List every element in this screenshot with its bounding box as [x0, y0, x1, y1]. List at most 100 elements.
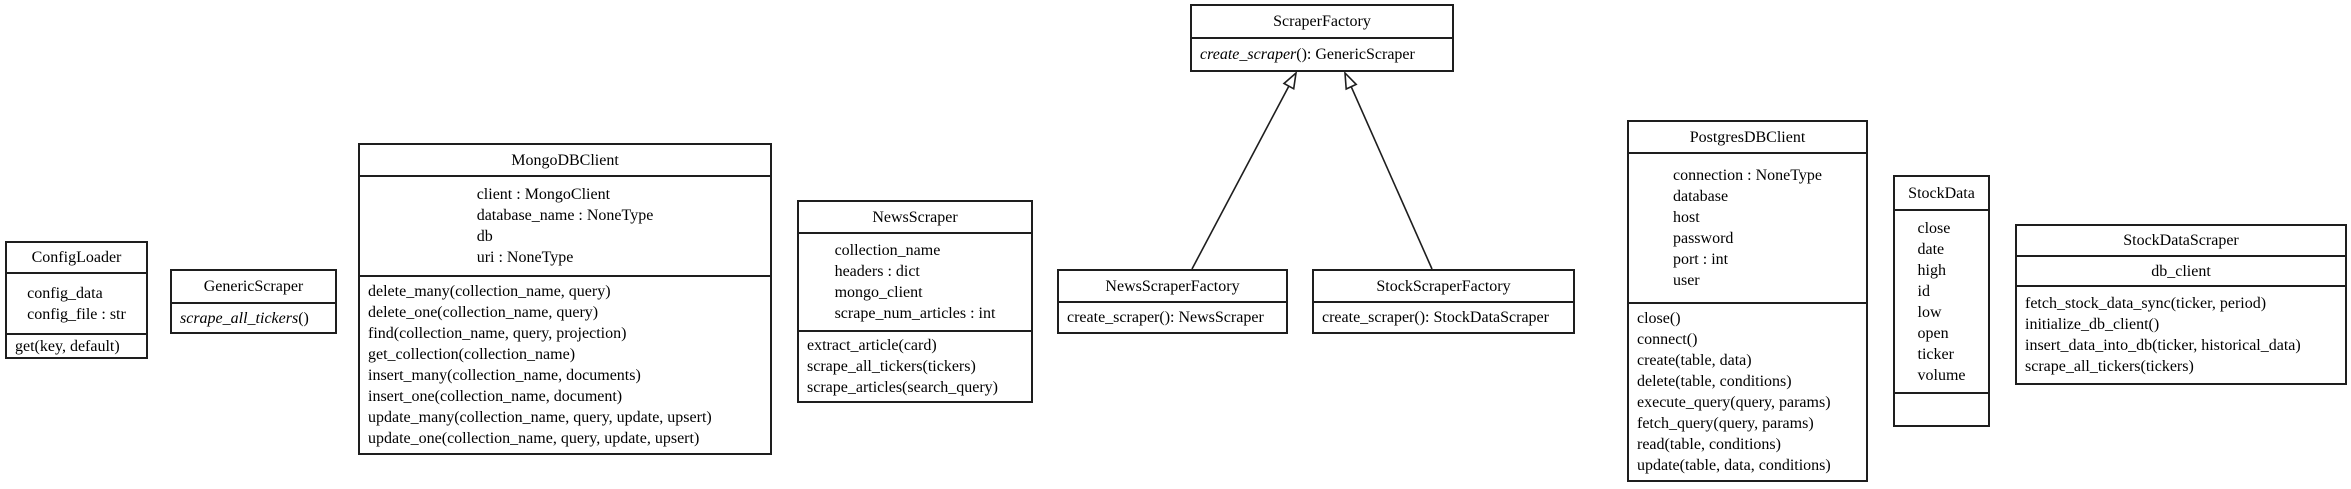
class-title: StockDataScraper: [2017, 226, 2345, 255]
class-postgresdbclient: PostgresDBClient connection : NoneType da…: [1627, 120, 1868, 482]
class-methods: scrape_all_tickers(): [172, 302, 335, 332]
member-line: low: [1917, 303, 1942, 321]
class-title: NewsScraperFactory: [1059, 271, 1286, 301]
member-line: close(): [1637, 310, 1681, 327]
class-methods: fetch_stock_data_sync(ticker, period) ini…: [2017, 285, 2345, 383]
class-configloader: ConfigLoader config_data config_file : st…: [5, 241, 148, 359]
class-genericscraper: GenericScraper scrape_all_tickers(): [170, 269, 337, 334]
class-name-label: NewsScraper: [872, 208, 958, 226]
member-line: get_collection(collection_name): [368, 346, 576, 363]
class-methods: get(key, default): [7, 333, 146, 357]
member-line: insert_one(collection_name, document): [368, 388, 623, 405]
class-methods: create_scraper(): NewsScraper: [1059, 301, 1286, 332]
class-attributes: connection : NoneType database host passwor…: [1629, 152, 1866, 302]
class-title: MongoDBClient: [360, 145, 770, 175]
member-line: delete_many(collection_name, query): [368, 283, 611, 300]
class-attributes: db_client: [2017, 255, 2345, 285]
member-line: port : int: [1672, 251, 1729, 268]
member-line: update_one(collection_name, query, updat…: [368, 430, 700, 447]
member-line: open: [1917, 324, 1949, 342]
inheritance-arrowhead-icon: [1282, 70, 1298, 91]
member-line: get(key, default): [15, 337, 120, 355]
member-line: initialize_db_client(): [2025, 316, 2160, 333]
class-methods: create_scraper(): GenericScraper: [1192, 37, 1452, 70]
member-line: fetch_query(query, params): [1637, 415, 1814, 432]
member-line: db_client: [2151, 262, 2211, 280]
class-scraperfactory: ScraperFactory create_scraper(): Generic…: [1190, 4, 1454, 72]
class-methods: create_scraper(): StockDataScraper: [1314, 301, 1573, 332]
member-line: headers : dict: [834, 263, 920, 280]
class-name-label: StockData: [1908, 184, 1975, 202]
inheritance-edge-newsscraperfactory-to-scraperfactory: [1191, 85, 1290, 270]
member-line: extract_article(card): [807, 337, 937, 354]
class-title: PostgresDBClient: [1629, 122, 1866, 152]
inheritance-edge-stockscraperfactory-to-scraperfactory: [1350, 86, 1433, 270]
member-line: create_scraper(): NewsScraper: [1067, 309, 1264, 326]
class-stockdatascraper: StockDataScraper db_client fetch_stock_d…: [2015, 224, 2347, 385]
member-line: create_scraper(): StockDataScraper: [1322, 309, 1549, 326]
member-line: volume: [1917, 366, 1966, 384]
class-title: StockScraperFactory: [1314, 271, 1573, 301]
member-line: client : MongoClient: [476, 186, 611, 203]
class-name-label: ConfigLoader: [31, 249, 122, 266]
member-line: collection_name: [834, 242, 941, 259]
class-attributes: config_data config_file : str: [7, 272, 146, 333]
class-title: ScraperFactory: [1192, 6, 1452, 37]
class-newsscraperfactory: NewsScraperFactory create_scraper(): New…: [1057, 269, 1288, 334]
member-line: scrape_num_articles : int: [834, 305, 996, 322]
member-line: insert_many(collection_name, documents): [368, 367, 641, 384]
class-methods: [1895, 392, 1988, 425]
class-title: StockData: [1895, 177, 1988, 209]
class-methods: close() connect() create(table, data) delet…: [1629, 302, 1866, 480]
member-line: config_data: [27, 284, 103, 302]
member-line: scrape_all_tickers(): [180, 309, 309, 327]
member-line: connect(): [1637, 331, 1698, 348]
member-line: delete_one(collection_name, query): [368, 304, 599, 321]
member-line: config_file : str: [27, 305, 126, 323]
member-line: date: [1917, 240, 1945, 258]
member-line: insert_data_into_db(ticker, historical_d…: [2025, 337, 2301, 354]
member-line: fetch_stock_data_sync(ticker, period): [2025, 295, 2267, 312]
member-line: create_scraper(): GenericScraper: [1200, 46, 1415, 63]
member-line: database: [1672, 188, 1729, 205]
member-line: execute_query(query, params): [1637, 394, 1831, 411]
member-line: password: [1672, 230, 1734, 247]
member-line: db: [476, 228, 493, 245]
attribute-list: connection : NoneType database host passwor…: [1673, 165, 1822, 291]
member-line: host: [1672, 209, 1700, 226]
member-line: find(collection_name, query, projection): [368, 325, 627, 342]
class-name-label: NewsScraperFactory: [1105, 277, 1240, 295]
member-line: close: [1917, 219, 1951, 237]
class-name-label: StockDataScraper: [2123, 232, 2239, 249]
member-line: scrape_articles(search_query): [807, 379, 998, 396]
member-line: create(table, data): [1637, 352, 1752, 369]
member-line: read(table, conditions): [1637, 436, 1781, 453]
attribute-list: db_client: [2151, 261, 2211, 282]
member-line: mongo_client: [834, 284, 923, 301]
member-line: id: [1917, 282, 1930, 300]
class-methods: extract_article(card) scrape_all_tickers(…: [799, 330, 1031, 401]
inheritance-arrowhead-icon: [1344, 70, 1358, 91]
class-name-label: StockScraperFactory: [1376, 277, 1511, 295]
class-name-label: PostgresDBClient: [1689, 128, 1806, 146]
class-title: GenericScraper: [172, 271, 335, 302]
class-stockscraperfactory: StockScraperFactory create_scraper(): St…: [1312, 269, 1575, 334]
member-line: scrape_all_tickers(tickers): [807, 358, 976, 375]
member-line: delete(table, conditions): [1637, 373, 1792, 390]
class-methods: delete_many(collection_name, query) delet…: [360, 275, 770, 453]
member-line: scrape_all_tickers(tickers): [2025, 358, 2194, 375]
member-line: update(table, data, conditions): [1637, 457, 1831, 474]
member-line: connection : NoneType: [1672, 167, 1823, 184]
member-line: uri : NoneType: [476, 249, 574, 266]
member-line: ticker: [1917, 345, 1954, 363]
